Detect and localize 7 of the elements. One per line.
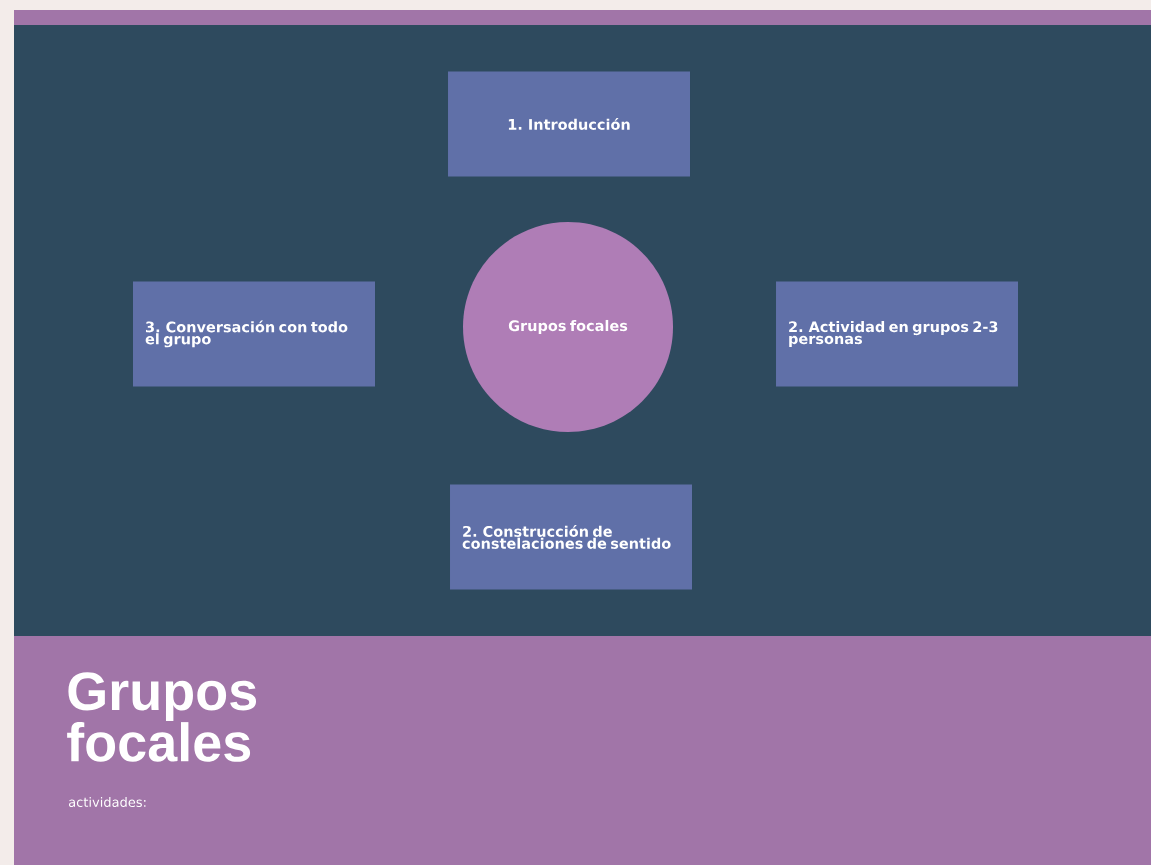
title-text: Grupos focales (67, 672, 256, 762)
process-box: 1. Introducción (448, 71, 690, 177)
process-box: 2. Construcción de constelaciones de sentido (450, 484, 692, 590)
process-box: 3. Conversación con todo el grupo (133, 281, 375, 387)
process-box: 2. Actividad en grupos 2-3 personas (776, 281, 1018, 387)
subtitle-text: actividades: (69, 796, 146, 808)
circle-node: Grupos focales (463, 222, 673, 432)
